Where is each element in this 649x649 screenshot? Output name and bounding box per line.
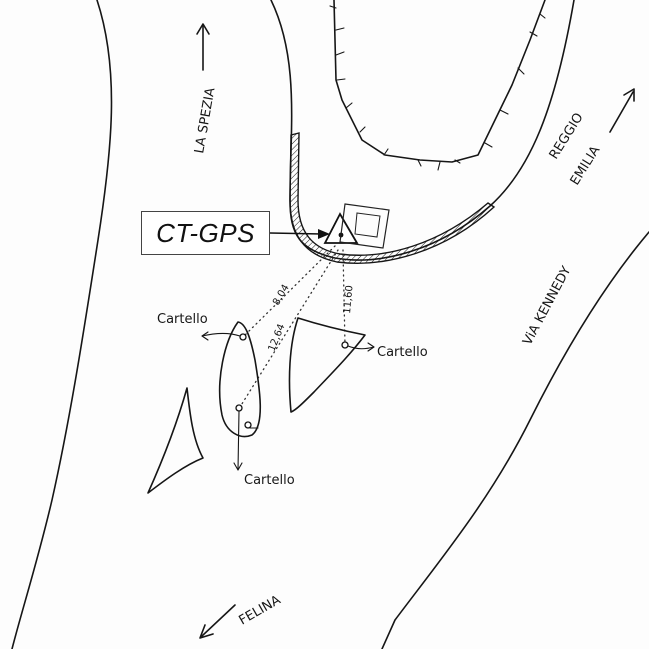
road-edge-inner <box>270 0 575 261</box>
kerb-strip <box>289 132 496 264</box>
label-felina: FELINA <box>237 593 284 629</box>
measure-line-2 <box>239 249 339 408</box>
road-edge-right <box>381 231 649 649</box>
arrow-reggio-emilia <box>609 88 635 133</box>
sign-arrow-right <box>347 342 375 352</box>
label-distance-1: 8,04 <box>271 283 292 308</box>
label-via-kennedy: ViA KENNEDY <box>520 264 574 348</box>
label-reggio: REGGIO <box>547 111 587 163</box>
sign-point-mid <box>235 404 243 412</box>
label-la-spezia: LA SPEZIA <box>192 86 218 154</box>
label-emilia: EMILIA <box>568 143 604 188</box>
callout-arrow <box>269 229 330 239</box>
ct-gps-callout: CT-GPS <box>141 211 270 255</box>
label-sign-left: Cartello <box>157 312 208 327</box>
sign-arrow-left <box>201 331 241 341</box>
embankment-ticks <box>329 5 546 171</box>
arrow-felina <box>199 604 236 639</box>
label-distance-3: 11,60 <box>342 285 355 314</box>
sign-point-right <box>341 341 349 349</box>
road-edge-left <box>11 0 113 649</box>
gps-marker <box>323 212 359 244</box>
label-distance-2: 12,64 <box>267 322 288 353</box>
sign-point-low <box>244 421 252 429</box>
measure-line-3 <box>342 249 346 346</box>
sign-arrow-bottom <box>233 410 259 471</box>
label-sign-bottom: Cartello <box>244 473 295 488</box>
label-sign-right: Cartello <box>377 345 428 360</box>
sign-point-left <box>239 333 247 341</box>
measure-line-1 <box>242 245 336 338</box>
building-icon <box>339 203 390 249</box>
island-mid <box>288 317 366 413</box>
island-left <box>218 321 262 438</box>
arrow-la-spezia <box>196 23 210 71</box>
island-small <box>147 387 204 494</box>
embankment-left <box>333 0 546 163</box>
